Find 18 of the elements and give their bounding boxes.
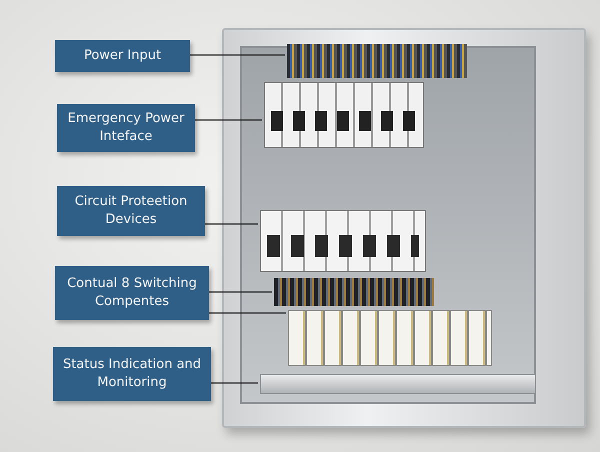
leader-line: [190, 54, 285, 56]
breaker-row-drawing: [260, 210, 426, 272]
callout-label: Emergency Power Inteface: [57, 104, 195, 152]
cabinet-drawing: [222, 28, 586, 428]
wiring-drawing: [287, 44, 467, 78]
mounting-rail-drawing: [260, 374, 536, 394]
wire-bundle-drawing: [274, 278, 434, 306]
callout-label: Circuit Proteetion Devices: [57, 186, 205, 236]
leader-line: [195, 119, 262, 121]
callout-label: Power Input: [55, 40, 190, 72]
breaker-row-drawing: [264, 82, 424, 148]
callout-label: Contual 8 Switching Compentes: [55, 266, 209, 320]
leader-line: [209, 312, 286, 314]
leader-line: [209, 291, 272, 293]
leader-line: [211, 382, 258, 384]
terminal-block-drawing: [288, 310, 492, 366]
callout-label: Status Indication and Monitoring: [53, 347, 211, 401]
leader-line: [205, 223, 258, 225]
